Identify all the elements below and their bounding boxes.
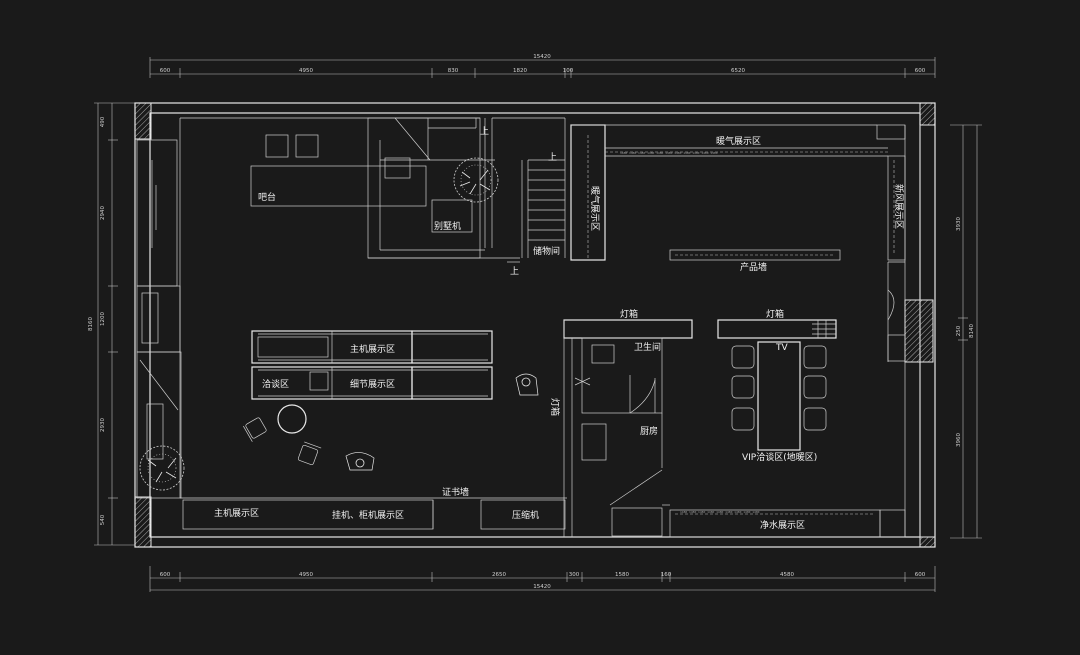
label-wall-cabinet: 挂机、柜机展示区: [332, 509, 404, 521]
dim-bottom-5: 1580: [615, 572, 629, 578]
label-storage: 储物间: [533, 245, 560, 257]
dim-top-1: 600: [160, 68, 171, 74]
dim-left-4: 2930: [100, 418, 106, 432]
label-kitchen: 厨房: [640, 425, 658, 437]
dim-left-3: 1200: [100, 312, 106, 326]
label-water-display: 净水展示区: [760, 519, 805, 531]
toilet-fixture: [591, 344, 615, 364]
person-icon: [345, 452, 375, 471]
bar-counter: [250, 165, 427, 207]
dim-top-2: 4950: [299, 68, 313, 74]
bar-area: 吧台: [250, 134, 427, 207]
bar-stool-1: [265, 134, 289, 158]
dim-top-6: 6520: [731, 68, 745, 74]
label-lightbox-1: 灯箱: [620, 308, 638, 320]
dim-bottom-1: 600: [160, 572, 171, 578]
plant-icon: [453, 157, 499, 203]
brick-pattern: [812, 320, 836, 338]
label-host-display: 主机展示区: [350, 343, 395, 355]
label-certificate-wall: 证书墙: [442, 486, 469, 498]
top-dimensions: 15420 600 4950 830 1820 100 6520 600: [149, 54, 936, 78]
dim-left-total: 8160: [88, 317, 94, 331]
svg-text:1480 1480 1480 1480 1480: 1480 1480 1480 1480 1480 1480 1480 1480 …: [680, 510, 760, 514]
product-wall-shelf: [669, 249, 841, 261]
dim-bottom-2: 4950: [299, 572, 313, 578]
label-lightbox-2: 灯箱: [766, 308, 784, 320]
label-heating-display: 暖气展示区: [716, 135, 761, 147]
dim-left-5: 540: [100, 514, 106, 525]
dim-right-1: 3930: [956, 217, 962, 231]
label-compressor: 压缩机: [512, 509, 539, 521]
bar-stool-2: [295, 134, 319, 158]
dim-right-total: 8140: [969, 324, 975, 338]
dim-left-1: 490: [100, 116, 106, 127]
dim-right-3: 3960: [956, 433, 962, 447]
label-fresh-air: 新风展示区: [893, 184, 905, 229]
chair-icon: [243, 417, 267, 442]
lounge-furniture: [139, 373, 539, 491]
bottom-display-wall: 证书墙 主机展示区 挂机、柜机展示区 压缩机: [180, 486, 567, 530]
service-block: 灯箱 卫生间 厨房 灯箱: [549, 308, 693, 537]
villa-machine-box: [431, 199, 473, 233]
left-dimensions: 490 2940 1200 2930 540 8160: [88, 102, 135, 546]
display-tables: 主机展示区 洽谈区 细节展示区: [251, 330, 493, 400]
label-tv: TV: [775, 343, 788, 353]
label-villa-machine: 别墅机: [434, 220, 461, 232]
dim-bottom-8: 600: [915, 572, 926, 578]
dim-top-3: 830: [448, 68, 459, 74]
label-host-display-bottom: 主机展示区: [214, 507, 259, 519]
dim-bottom-4: 300: [569, 572, 580, 578]
vip-table: [757, 341, 801, 451]
stair-area: 别墅机 上 上 上 储物间: [367, 117, 566, 277]
label-negotiation: 洽谈区: [262, 378, 289, 390]
label-stair-up-1: 上: [480, 126, 489, 137]
dim-bottom-6: 160: [661, 572, 672, 578]
label-bar: 吧台: [258, 191, 276, 203]
label-detail-display: 细节展示区: [350, 378, 395, 390]
right-dimensions: 3930 250 3960 8140: [950, 124, 982, 539]
outer-walls: [134, 102, 936, 548]
heating-zone: 暖气展示区 1480 1480 1480 1480 1480 1480 1480…: [570, 124, 906, 362]
dim-top-5: 100: [563, 68, 574, 74]
dim-top-7: 600: [915, 68, 926, 74]
dim-top-4: 1820: [513, 68, 527, 74]
label-heating-display-side: 暖气展示区: [589, 186, 601, 231]
dim-right-2: 250: [956, 325, 962, 336]
chair-icon: [297, 441, 322, 466]
vip-chairs: [731, 345, 827, 431]
label-restroom: 卫生间: [634, 341, 661, 353]
bottom-dimensions: 600 4950 2650 300 1580 160 4580 600 1542…: [149, 566, 936, 592]
person-icon: [515, 373, 539, 396]
dim-bottom-3: 2650: [492, 572, 506, 578]
dim-bottom-total: 15420: [533, 584, 551, 590]
label-product-wall: 产品墙: [740, 261, 767, 273]
dim-left-2: 2940: [100, 206, 106, 220]
label-stair-up-2: 上: [548, 152, 557, 163]
sink-fixture: [581, 423, 607, 461]
dim-bottom-7: 4580: [780, 572, 794, 578]
label-lightbox-vertical: 灯箱: [549, 398, 561, 416]
vip-zone: 灯箱 TV VIP洽谈区(地暖区) 1480 1480 1480 1480 14…: [669, 308, 906, 538]
label-vip: VIP洽谈区(地暖区): [742, 451, 817, 463]
label-stair-up-3: 上: [510, 266, 519, 277]
svg-text:1480 1480 1480 1480 1480: 1480 1480 1480 1480 1480 1480 1480 1480 …: [620, 151, 718, 155]
dim-top-total: 15420: [533, 54, 551, 60]
round-table: [277, 404, 307, 434]
plant-icon: [139, 445, 185, 491]
